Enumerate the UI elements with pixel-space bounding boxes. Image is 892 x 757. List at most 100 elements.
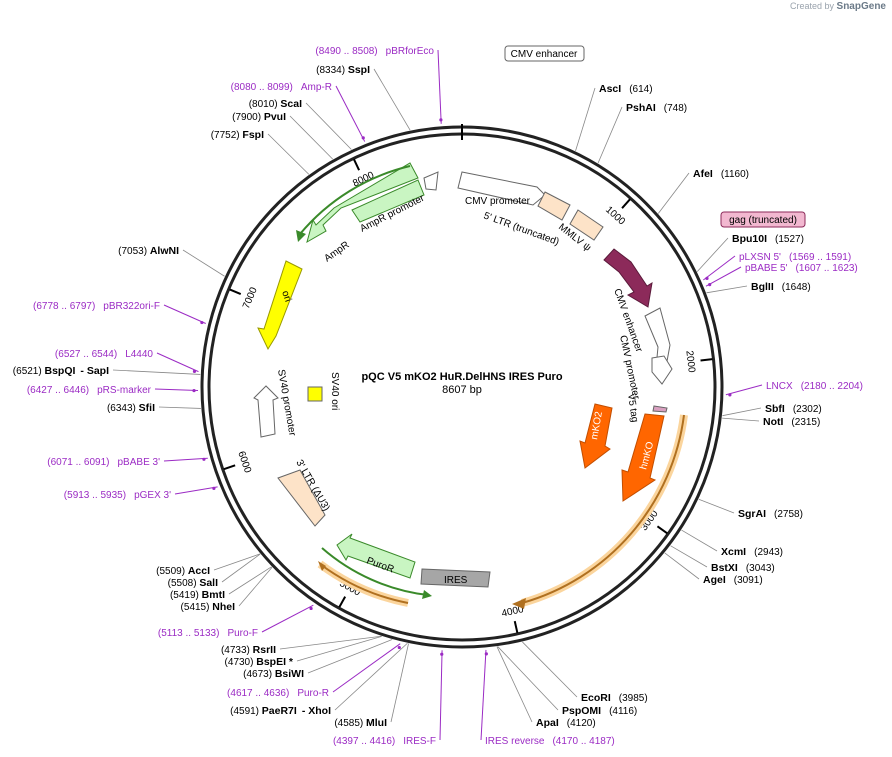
site-leader-line xyxy=(296,636,382,662)
site-name: AfeI xyxy=(693,168,713,180)
site-name: PvuI xyxy=(264,111,286,123)
site-position: (2302) xyxy=(793,404,822,415)
primer-name: LNCX xyxy=(766,381,793,392)
site-position: (7752) xyxy=(211,130,243,141)
site-name: EcoRI xyxy=(581,692,611,704)
primer-mark xyxy=(361,136,365,140)
boxed-feature-box xyxy=(504,45,585,62)
tick-mark xyxy=(338,596,347,608)
sv40-ori-label: SV40 ori xyxy=(329,372,340,410)
site-leader-line xyxy=(497,646,559,711)
restriction-site-label: (5419) BmtI xyxy=(170,589,225,601)
primer-mark xyxy=(440,652,444,656)
primer-mark xyxy=(484,652,488,656)
snapgene-watermark: Created by SnapGene xyxy=(790,1,886,12)
restriction-site-label: AgeI(3091) xyxy=(703,574,763,586)
primer-range: (5913 .. 5935) xyxy=(64,490,126,501)
restriction-site-label: AfeI (1160) xyxy=(693,168,749,180)
primer-name: Puro-R xyxy=(297,688,329,699)
site-leader-line xyxy=(373,68,411,131)
restriction-site-label: (4585) MluI xyxy=(334,717,387,729)
site-position: (4591) xyxy=(230,706,262,717)
restriction-site-label: (4591) PaeR7I- XhoI xyxy=(230,705,331,717)
watermark-prefix: Created by xyxy=(789,1,835,11)
site-name: NheI xyxy=(212,601,235,613)
site-position: (4673) xyxy=(243,669,275,680)
primer-range: (5113 .. 5133) xyxy=(158,628,220,639)
tick-label: 4000 xyxy=(501,604,526,620)
site-position: (2943) xyxy=(754,547,783,558)
site-leader-line xyxy=(221,553,261,583)
primer-leader-line xyxy=(163,457,208,462)
boxed-feature-box xyxy=(720,211,806,228)
orange-lower-arrowhead xyxy=(318,561,326,571)
primer-label: pBABE 5'(1607 .. 1623) xyxy=(745,263,858,274)
primer-range: (6527 .. 6544) xyxy=(55,349,117,360)
ltr3-box xyxy=(277,469,326,527)
sv40-promoter-label: SV40 promoter xyxy=(275,369,298,438)
site-leader-line xyxy=(158,406,201,409)
ampr-label: AmpR xyxy=(322,240,351,265)
restriction-site-label: SgrAI(2758) xyxy=(738,508,803,520)
site-position: (7900) xyxy=(232,112,264,123)
primer-leader-line xyxy=(439,650,443,741)
site-leader-line xyxy=(670,545,708,568)
primer-leader-line xyxy=(261,604,314,633)
restriction-site-label: (8010) ScaI xyxy=(249,98,302,110)
primer-leader-line xyxy=(163,304,206,324)
site-leader-line xyxy=(698,498,735,514)
restriction-site-label: PspOMI(4116) xyxy=(562,705,637,717)
site-name: PshAI xyxy=(626,102,656,114)
site-position: (8334) xyxy=(316,65,348,76)
ltr5-label: 5' LTR (truncated) xyxy=(482,210,560,248)
restriction-site-label: BglII(1648) xyxy=(751,281,811,293)
tick-mark xyxy=(621,198,631,209)
site-position: (7053) xyxy=(118,246,150,257)
tick-mark xyxy=(700,358,713,362)
site-name: ApaI xyxy=(536,717,559,729)
site-name: BspQI xyxy=(44,365,75,377)
site-position: (1160) xyxy=(721,169,749,180)
v5-tag-box xyxy=(652,405,668,413)
orf-arrowhead xyxy=(512,598,526,609)
sv40-promoter-arrow xyxy=(253,385,279,438)
site-leader-line xyxy=(334,642,408,711)
plasmid-name: pQC V5 mKO2 HuR.DelHNS IRES Puro xyxy=(361,371,562,383)
primer-name: Puro-F xyxy=(227,628,258,639)
primer-mark xyxy=(705,276,709,280)
cmv-promoter2-arrow xyxy=(651,355,673,385)
site-name: AlwNI xyxy=(150,245,179,257)
site-leader-line xyxy=(522,641,578,698)
restriction-site-label: (7900) PvuI xyxy=(232,111,286,123)
site-name: PspOMI xyxy=(562,705,601,717)
site-position: (4120) xyxy=(567,718,596,729)
tick-mark xyxy=(229,288,242,295)
restriction-site-label: EcoRI(3985) xyxy=(581,692,648,704)
site-name: BstXI xyxy=(711,562,738,574)
primer-name: IRES-F xyxy=(403,736,436,747)
site-leader-line xyxy=(722,407,762,417)
primer-label: IRES reverse(4170 .. 4187) xyxy=(485,736,615,747)
primer-name: IRES reverse xyxy=(485,736,545,747)
site-position: (2315) xyxy=(791,417,820,428)
ori-label: ori xyxy=(279,289,293,303)
primer-label: (8080 .. 8099)Amp-R xyxy=(231,82,332,93)
ltr5-arrow xyxy=(537,191,571,221)
mmlv-arrow xyxy=(603,248,653,308)
site-leader-line xyxy=(267,133,310,175)
site-position: (3091) xyxy=(734,575,763,586)
puror-track-arrowhead xyxy=(422,590,432,599)
ampr-promoter-box xyxy=(351,179,425,223)
restriction-site-label: (4673) BsiWI xyxy=(243,668,304,680)
primer-mark xyxy=(397,645,401,650)
restriction-site-label: PshAI(748) xyxy=(626,102,687,114)
hmko-arrow xyxy=(621,413,665,502)
site-position: (5419) xyxy=(170,590,202,601)
primer-leader-line xyxy=(174,486,218,495)
restriction-site-label: (7053) AlwNI xyxy=(118,245,179,257)
site-name: RsrII xyxy=(253,644,276,656)
primer-label: (4397 .. 4416)IRES-F xyxy=(333,736,436,747)
mko2-arrow xyxy=(579,403,613,469)
tick-mark xyxy=(656,525,668,535)
site-name: AscI xyxy=(599,83,621,95)
